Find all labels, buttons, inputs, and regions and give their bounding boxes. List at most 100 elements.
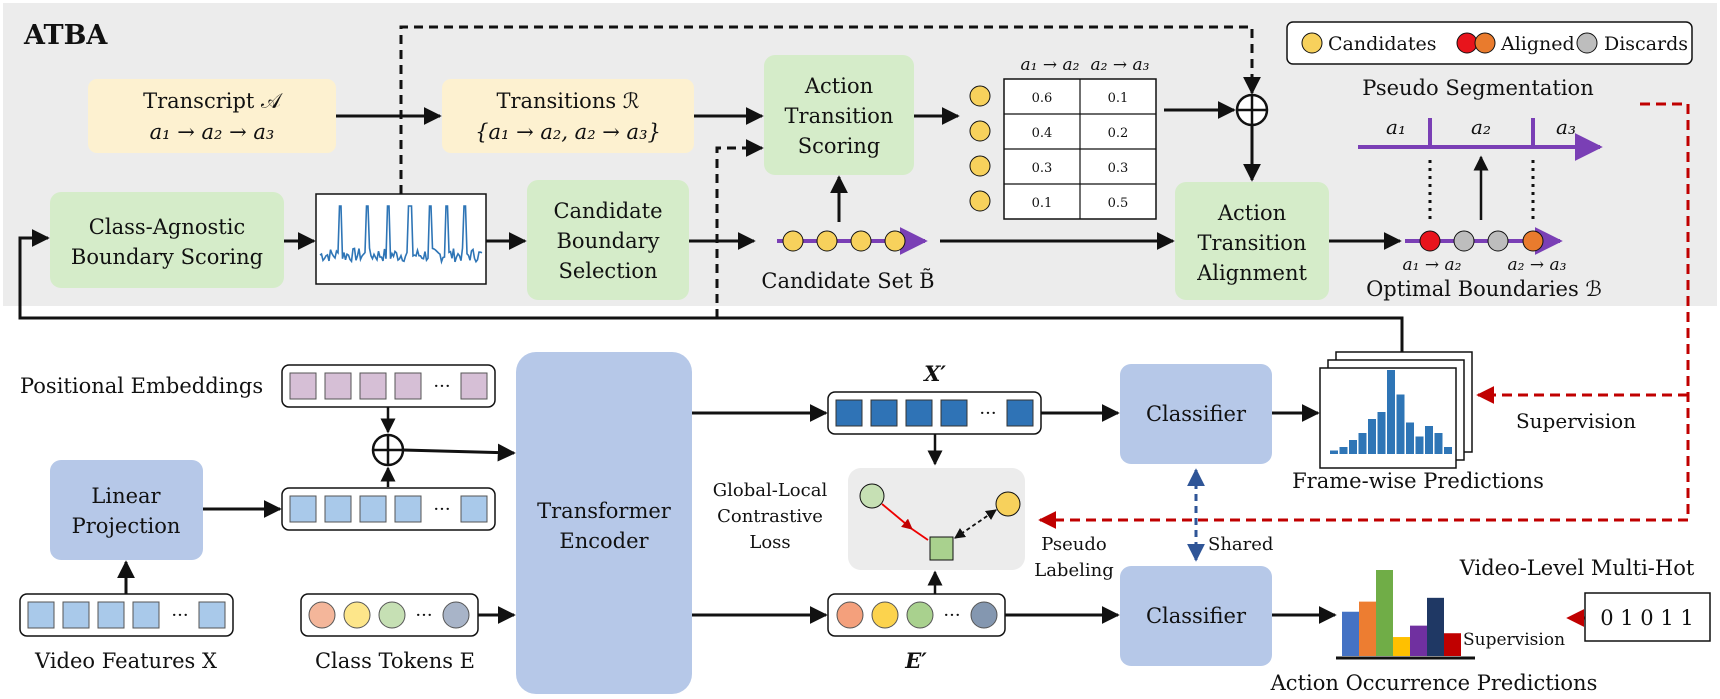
candidate-set-timeline (777, 227, 928, 255)
frame-prediction-bar (1415, 436, 1424, 454)
frame-prediction-bar (1396, 394, 1405, 454)
segment-label-a2: a₂ (1471, 115, 1491, 139)
pseudo-segmentation-label: Pseudo Segmentation (1362, 76, 1593, 100)
cabs-line-2: Boundary Scoring (71, 245, 263, 269)
ata-line-1: Action (1217, 201, 1286, 225)
score-table: a₁ → a₂ a₂ → a₃ 0.6 0.1 0.4 0.2 0.3 0.3 … (969, 55, 1157, 220)
boundary-label-2: a₂ → a₃ (1508, 255, 1567, 275)
transitions-box (442, 79, 694, 153)
ellipsis: ··· (415, 605, 432, 626)
positional-embedding-tokens: ··· (281, 364, 496, 408)
table-candidate-dot (969, 120, 991, 142)
ellipsis: ··· (171, 605, 188, 626)
occurrence-bar (1427, 597, 1444, 656)
score-cell: 0.1 (1032, 196, 1053, 211)
supervision-label-top: Supervision (1516, 409, 1636, 433)
class-token-node (995, 491, 1021, 517)
occurrence-bar (1444, 633, 1461, 656)
contrastive-loss-illustration (848, 468, 1025, 570)
score-header-2: a₂ → a₃ (1091, 55, 1150, 75)
cabs-line-1: Class-Agnostic (89, 215, 245, 239)
action-occurrence-label: Action Occurrence Predictions (1270, 671, 1598, 695)
occurrence-bar (1410, 625, 1427, 656)
action-occurrence-chart (1336, 570, 1475, 660)
frame-prediction-bar (1434, 433, 1443, 454)
video-features-label: Video Features X (34, 649, 217, 673)
occurrence-bar (1393, 637, 1410, 656)
frame-wise-predictions-label: Frame-wise Predictions (1292, 469, 1544, 493)
frame-prediction-bar (1406, 422, 1414, 454)
class-tokens: ··· (300, 593, 479, 637)
atba-title: ATBA (23, 20, 108, 51)
score-cell: 0.3 (1032, 161, 1053, 176)
pseudo-labeling-line-1: Pseudo (1041, 534, 1106, 555)
ellipsis: ··· (943, 605, 960, 626)
linear-projection-box (50, 460, 203, 560)
positional-embeddings-label: Positional Embeddings (20, 374, 263, 398)
occurrence-bar (1359, 601, 1376, 656)
ats-line-1: Action (804, 74, 873, 98)
classifier-top-box (1120, 364, 1272, 464)
classifier-top-label: Classifier (1146, 402, 1247, 426)
frame-prediction-bar (1330, 450, 1338, 454)
score-header-1: a₁ → a₂ (1021, 55, 1080, 75)
transcript-sequence: a₁ → a₂ → a₃ (150, 120, 275, 144)
supervision-label-bottom: Supervision (1463, 630, 1565, 650)
lp-line-2: Projection (72, 514, 181, 538)
frame-prediction-bar (1444, 447, 1452, 454)
e-prime-label: E′ (904, 648, 927, 673)
frame-prediction-bar (1349, 440, 1357, 454)
multi-hot-value: 0 1 0 1 1 (1600, 606, 1694, 630)
gl-loss-line-3: Loss (749, 532, 790, 553)
cbs-line-1: Candidate (553, 199, 662, 223)
frame-prediction-bar (1387, 370, 1395, 454)
discarded-boundary-dot (1487, 230, 1509, 252)
optimal-boundaries-timeline (1405, 227, 1563, 255)
x-prime-tokens: ··· (827, 391, 1042, 435)
boundary-score-curve (319, 205, 483, 265)
occurrence-bar (1376, 570, 1393, 656)
x-prime-label: X′ (922, 361, 946, 386)
classifier-bottom-box (1120, 566, 1272, 666)
action-transition-scoring-box (764, 55, 914, 175)
candidate-dot (850, 230, 872, 252)
candidate-dot (816, 230, 838, 252)
discarded-boundary-dot (1453, 230, 1475, 252)
candidate-boundary-selection-box (527, 180, 689, 300)
pseudo-labeling-line-2: Labeling (1034, 560, 1114, 581)
occurrence-bar (1342, 611, 1359, 656)
aligned-boundary-dot (1522, 230, 1544, 252)
te-line-1: Transformer (537, 499, 672, 523)
class-token-node (859, 483, 885, 509)
ellipsis: ··· (433, 376, 450, 397)
legend-aligned-label: Aligned (1500, 33, 1575, 55)
frame-feature-node (929, 536, 954, 561)
score-cell: 0.5 (1108, 196, 1129, 211)
score-cell: 0.4 (1032, 126, 1053, 141)
optimal-boundaries-label: Optimal Boundaries ℬ (1366, 277, 1602, 301)
video-level-multi-hot-label: Video-Level Multi-Hot (1459, 556, 1695, 580)
legend: Candidates Aligned Discards (1286, 21, 1693, 65)
score-cell: 0.6 (1032, 91, 1053, 106)
transcript-title: Transcript 𝒜 (143, 89, 283, 113)
ellipsis: ··· (979, 403, 996, 424)
legend-aligned-orange-dot (1474, 32, 1496, 54)
score-cell: 0.3 (1108, 161, 1129, 176)
action-transition-alignment-box (1175, 182, 1329, 300)
ata-line-3: Alignment (1196, 261, 1307, 285)
transformer-encoder-box (516, 352, 692, 694)
e-prime-tokens: ··· (827, 593, 1006, 637)
class-agnostic-boundary-scoring-box (50, 192, 284, 288)
projected-feature-tokens: ··· (281, 487, 496, 531)
cbs-line-2: Boundary (557, 229, 660, 253)
gl-loss-line-2: Contrastive (717, 506, 823, 527)
table-candidate-dot (969, 190, 991, 212)
pseudo-segmentation-timeline: a₁ a₂ a₃ (1358, 115, 1603, 161)
ata-line-2: Transition (1198, 231, 1307, 255)
segment-label-a1: a₁ (1386, 115, 1406, 139)
frame-prediction-bar (1368, 419, 1376, 454)
legend-discards-label: Discards (1604, 33, 1688, 55)
frame-prediction-bar (1339, 447, 1348, 454)
boundary-score-plot (315, 193, 487, 285)
cbs-line-3: Selection (558, 259, 657, 283)
